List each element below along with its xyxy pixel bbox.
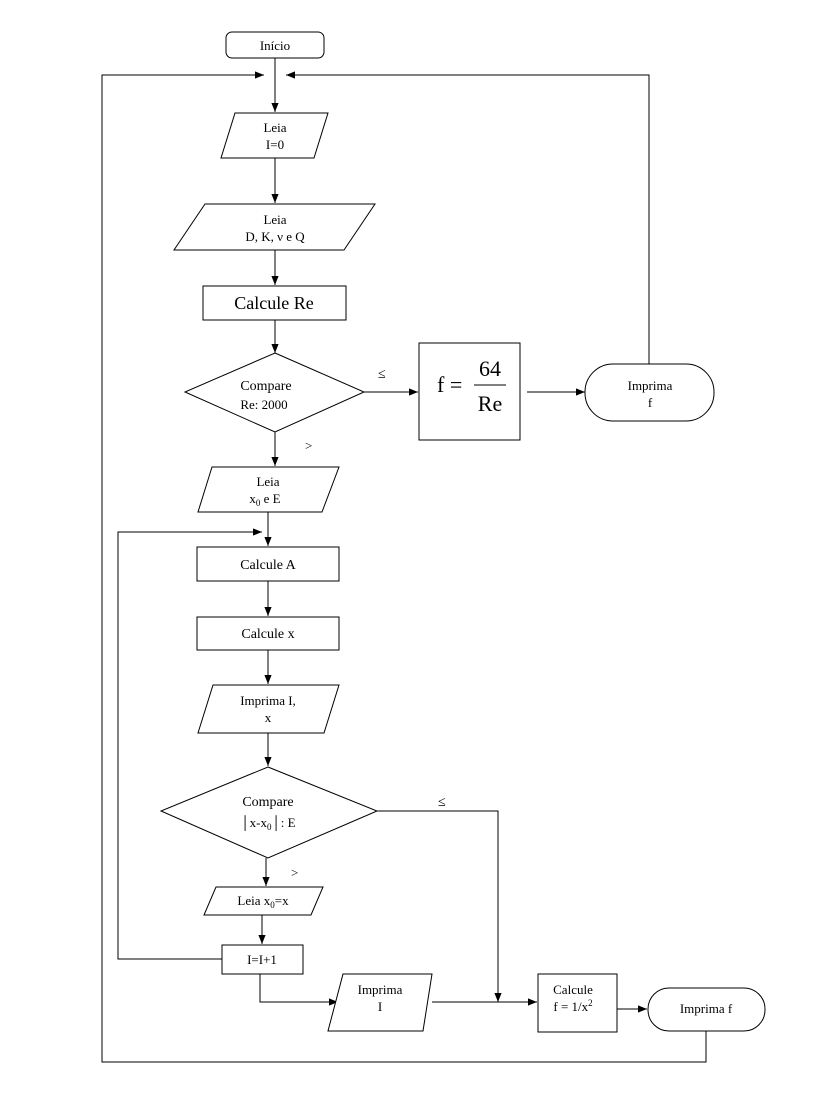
node-label-line1: Imprima I, (240, 693, 296, 708)
node-calc-a: Calcule A (196, 546, 340, 582)
node-label: Leia x0=x (237, 893, 289, 910)
node-label: Imprima f (680, 1001, 733, 1016)
node-calc-re: Calcule Re (202, 285, 347, 321)
node-print-f-bottom: Imprima f (647, 987, 766, 1032)
node-label-line1: Imprima (628, 378, 673, 393)
io-shape (197, 466, 340, 513)
node-label-line1: Compare (242, 795, 293, 810)
node-label-line2: I=0 (266, 137, 284, 152)
formula-numerator: 64 (479, 356, 501, 381)
edge-label-x-gt: > (291, 865, 298, 880)
node-label-line2: │x-x0│: E (240, 815, 295, 832)
process-shape (221, 944, 304, 975)
node-increment: I=I+1 (221, 944, 304, 975)
node-print-ix: Imprima I, x (197, 684, 340, 734)
node-label-line2: x (265, 710, 272, 725)
node-label-line2: Re: 2000 (240, 397, 287, 412)
connectors (101, 58, 707, 1063)
node-label: Início (260, 38, 290, 53)
node-label-line2: I (378, 999, 382, 1014)
node-label: I=I+1 (247, 952, 277, 967)
process-shape (202, 285, 347, 321)
node-laminar-friction: f = 64 Re (418, 342, 521, 441)
edge-label-re-le: ≤ (378, 367, 386, 382)
node-label: Calcule Re (234, 293, 313, 313)
node-compare-x: Compare │x-x0│: E (159, 766, 379, 859)
edge-compare-x-le (377, 810, 502, 1002)
node-print-f-top: Imprima f (584, 363, 715, 422)
edge-outer-loop-back (101, 71, 707, 1063)
node-label-line1: Leia (263, 212, 286, 227)
node-label-line2: x0 e E (249, 491, 280, 508)
node-label: Calcule A (240, 558, 296, 573)
node-label: Calcule x (241, 627, 294, 642)
process-shape (537, 973, 618, 1033)
node-read-x0: Leia x0 e E (197, 466, 340, 513)
display-shape (647, 987, 766, 1032)
node-label-line1: Imprima (358, 982, 403, 997)
display-shape (584, 363, 715, 422)
io-shape (173, 203, 376, 251)
node-label-line2: f = 1/x2 (553, 998, 592, 1014)
node-read-params: Leia D, K, ν e Q (173, 203, 376, 251)
node-start: Início (225, 31, 325, 59)
node-calc-f: Calcule f = 1/x2 (537, 973, 618, 1033)
formula-lhs: f = (437, 372, 462, 397)
edge-label-x-le: ≤ (438, 795, 446, 810)
node-calc-x: Calcule x (196, 616, 340, 651)
edge-labels: ≤ > ≤ > (291, 367, 446, 880)
process-shape (418, 342, 521, 441)
node-label-line2: f (648, 395, 653, 410)
process-shape (196, 546, 340, 582)
node-label-line1: Leia (263, 120, 286, 135)
io-shape (203, 886, 324, 916)
node-label-line2: D, K, ν e Q (245, 229, 305, 244)
node-read-i: Leia I=0 (220, 112, 329, 159)
node-label-line1: Calcule (553, 982, 593, 997)
node-assign-x0: Leia x0=x (203, 886, 324, 916)
node-label-line1: Leia (256, 474, 279, 489)
io-shape (197, 684, 340, 734)
node-print-i: Imprima I (327, 973, 433, 1032)
process-shape (196, 616, 340, 651)
node-label-line1: Compare (240, 379, 291, 394)
node-compare-re: Compare Re: 2000 (183, 352, 366, 433)
formula-denominator: Re (478, 391, 502, 416)
edge-increment-loop-back (117, 528, 262, 960)
edge-print-f-loop-back (286, 71, 650, 364)
terminator-shape (225, 31, 325, 59)
decision-shape (183, 352, 366, 433)
io-shape (220, 112, 329, 159)
io-shape (327, 973, 433, 1032)
edge-label-re-gt: > (305, 438, 312, 453)
edge-increment-to-print-i (259, 974, 338, 1006)
decision-shape (159, 766, 379, 859)
